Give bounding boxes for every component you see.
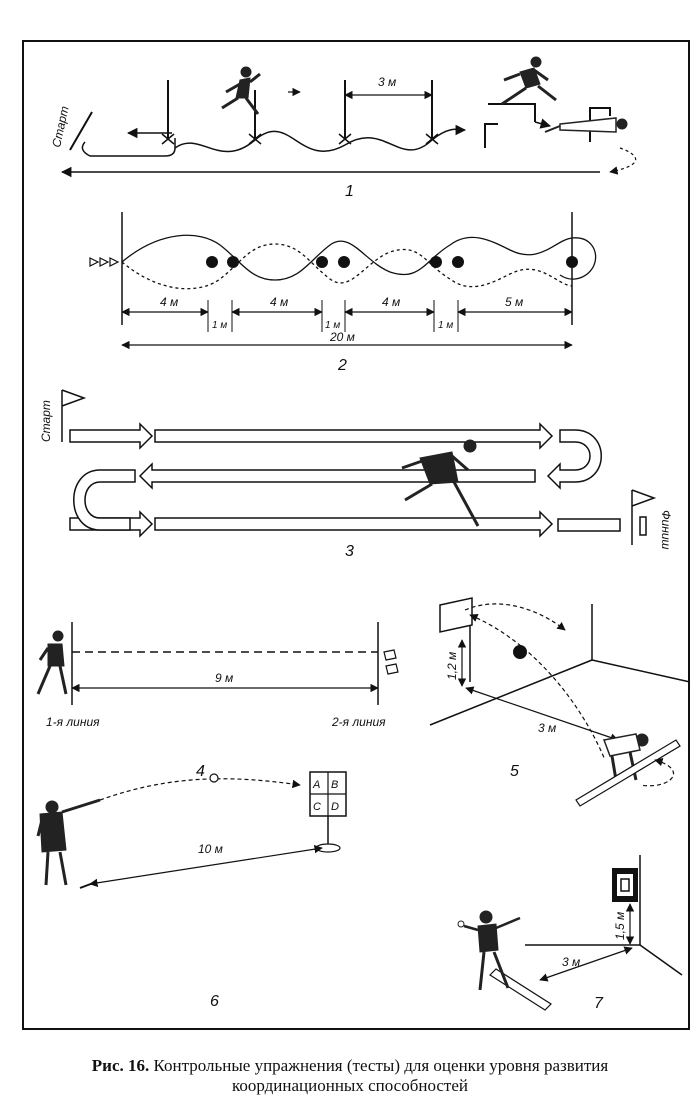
sprinter-figure — [401, 439, 480, 527]
figure-frame — [22, 40, 690, 1030]
panel-5-wall-throw: 1,2 м 3 м 5 — [429, 597, 691, 807]
hurdler-figure — [501, 56, 557, 106]
runner-figure — [221, 66, 261, 115]
panel2-d5: 4 м — [382, 295, 400, 309]
panel2-total: 20 м — [329, 330, 355, 344]
panel7-height: 1,5 м — [613, 912, 627, 940]
panel5-dist: 3 м — [538, 721, 556, 735]
panel4-line2: 2-я линия — [331, 715, 386, 729]
panel3-number: 3 — [345, 543, 354, 560]
throwing-figure — [36, 798, 101, 886]
panel2-d7: 5 м — [505, 295, 523, 309]
panel1-start-label: Старт — [49, 105, 71, 149]
target-cell-c: C — [313, 801, 321, 813]
panel5-number: 5 — [510, 763, 519, 780]
thrower-with-ball-figure — [457, 910, 521, 991]
target-cell-d: D — [331, 801, 339, 813]
panel2-d4: 1 м — [325, 320, 340, 331]
test-diagrams: Старт 3 м — [36, 56, 691, 1012]
panel2-d1: 4 м — [160, 295, 178, 309]
panel4-line1: 1-я линия — [46, 715, 100, 729]
panel4-number: 4 — [196, 763, 205, 780]
panel1-number: 1 — [345, 183, 354, 200]
panel2-d3: 4 м — [270, 295, 288, 309]
panel-1-shuttle-slalom: Старт 3 м — [49, 56, 637, 200]
target-cell-a: A — [312, 779, 320, 791]
panel7-dist: 3 м — [562, 955, 580, 969]
panel-4-nine-meter-run: 9 м 1-я линия 2-я линия 4 — [36, 622, 399, 780]
panel-3-shuttle-track: Старт Финиш 3 — [39, 389, 673, 560]
panel7-number: 7 — [594, 995, 604, 1012]
abcd-target: A B C D — [309, 771, 347, 853]
panel6-dist: 10 м — [198, 842, 223, 856]
panel1-dist-label: 3 м — [378, 75, 396, 89]
caption-prefix: Рис. 16. — [91, 1056, 150, 1075]
panel2-d2: 1 м — [212, 320, 227, 331]
panel4-dist: 9 м — [215, 671, 233, 685]
panel3-finish-label: Финиш — [659, 510, 673, 549]
target-cell-b: B — [331, 779, 338, 791]
panel3-start-label: Старт — [39, 400, 53, 442]
panel-2-figure-eight-dribble: 4 м 1 м 4 м 1 м 4 м 1 м 5 м 20 м 2 — [89, 212, 597, 374]
caption-line-1: Рис. 16. Контрольные упражнения (тесты) … — [10, 1056, 690, 1076]
panel2-d6: 1 м — [438, 320, 453, 331]
standing-runner-figure — [36, 630, 68, 695]
crawler-figure — [544, 117, 628, 133]
panel6-number: 6 — [210, 993, 219, 1010]
panel-6-target-throw: A B C D 10 м 6 — [36, 771, 347, 1010]
caption-text-1: Контрольные упражнения (тесты) для оценк… — [153, 1056, 609, 1075]
panel-7-wall-target-throw: 1,5 м 3 м 7 — [457, 855, 683, 1012]
caption-line-2: координационных способностей — [231, 1076, 469, 1095]
panel5-height: 1,2 м — [445, 652, 459, 680]
panel2-number: 2 — [337, 357, 347, 374]
square-target — [612, 868, 638, 902]
figure-caption: Рис. 16. Контрольные упражнения (тесты) … — [10, 1056, 690, 1096]
